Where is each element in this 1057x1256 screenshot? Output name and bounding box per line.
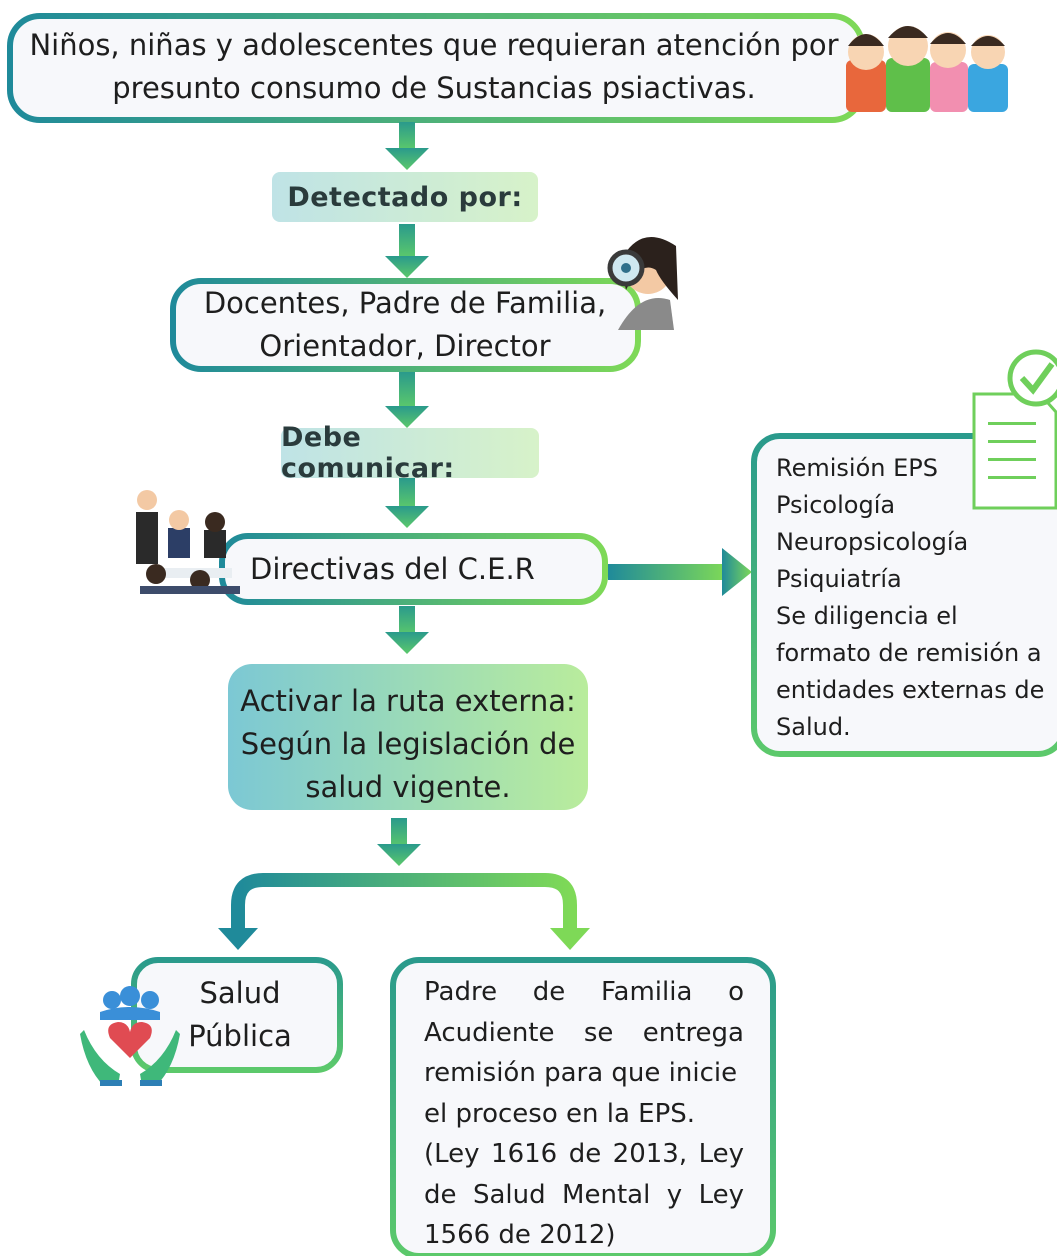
- route-box-text: Activar la ruta externa: Según la legisl…: [230, 680, 586, 809]
- route-line1: Activar la ruta externa:: [240, 684, 576, 718]
- parent-box-frame: [390, 957, 776, 1256]
- arrow-6: [377, 818, 421, 866]
- detectors-box-text: Docentes, Padre de Familia, Orientador, …: [175, 282, 635, 368]
- route-line2: Según la legislación de: [240, 727, 576, 761]
- branch-right-head: [550, 928, 590, 950]
- arrow-4: [385, 478, 429, 528]
- branch-left-head: [218, 928, 258, 950]
- public-health-line1: Salud: [199, 976, 281, 1010]
- parent-line-3: remisión para que inicie: [424, 1058, 738, 1088]
- side-line-4: Psiquiatría: [776, 565, 902, 593]
- arrow-5: [385, 606, 429, 654]
- communicate-label-bg: [281, 428, 539, 478]
- arrow-1: [385, 122, 429, 170]
- children-group-icon: [846, 26, 1008, 112]
- branch-connector: [231, 873, 577, 930]
- side-line-3: Neuropsicología: [776, 528, 969, 556]
- detected-label-bg: [272, 172, 538, 222]
- parent-line-1: Padre de Familia o: [424, 977, 744, 1007]
- document-check-icon: [972, 349, 1057, 510]
- parent-box-text: Padre de Familia o Acudiente se entrega …: [424, 972, 744, 1256]
- parent-line-2: Acudiente se entrega: [424, 1017, 744, 1048]
- side-line-5: Se diligencia el: [776, 602, 958, 630]
- magnifying-glass-person-icon: [607, 237, 678, 330]
- detectors-line1: Docentes, Padre de Familia,: [203, 286, 607, 320]
- parent-line-5: (Ley 1616 de 2013, Ley: [424, 1139, 744, 1169]
- detected-label: Detectado por:: [287, 181, 523, 213]
- side-box-frame: [751, 433, 1057, 757]
- hands-heart-icon: [80, 986, 180, 1086]
- meeting-people-icon: [136, 490, 240, 594]
- side-line-1: Remisión EPS: [776, 454, 938, 482]
- parent-line-6: de Salud Mental y Ley: [424, 1179, 744, 1210]
- side-line-2: Psicología: [776, 491, 896, 519]
- route-box-bg: [228, 664, 588, 810]
- side-line-7: entidades externas de: [776, 676, 1045, 704]
- side-arrow: [608, 548, 752, 596]
- public-health-line2: Pública: [188, 1019, 292, 1053]
- arrow-3: [385, 372, 429, 428]
- parent-line-7: 1566 de 2012): [424, 1220, 616, 1250]
- arrow-2: [385, 224, 429, 278]
- side-line-8: Salud.: [776, 713, 851, 741]
- parent-line-4: el proceso en la EPS.: [424, 1098, 696, 1129]
- top-box-line1: Niños, niñas y adolescentes que requiera…: [29, 28, 839, 62]
- route-line3: salud vigente.: [305, 770, 511, 804]
- side-line-6: formato de remisión a: [776, 639, 1042, 667]
- side-box-text: Remisión EPS Psicología Neuropsicología …: [776, 450, 1054, 746]
- detectors-line2: Orientador, Director: [259, 329, 551, 363]
- top-box-text: Niños, niñas y adolescentes que requiera…: [14, 24, 854, 110]
- public-health-text: Salud Pública: [180, 972, 300, 1058]
- top-box-line2: presunto consumo de Sustancias psiactiva…: [112, 71, 756, 105]
- communicate-label: Debe comunicar:: [281, 422, 455, 484]
- directives-box-text: Directivas del C.E.R: [250, 552, 535, 586]
